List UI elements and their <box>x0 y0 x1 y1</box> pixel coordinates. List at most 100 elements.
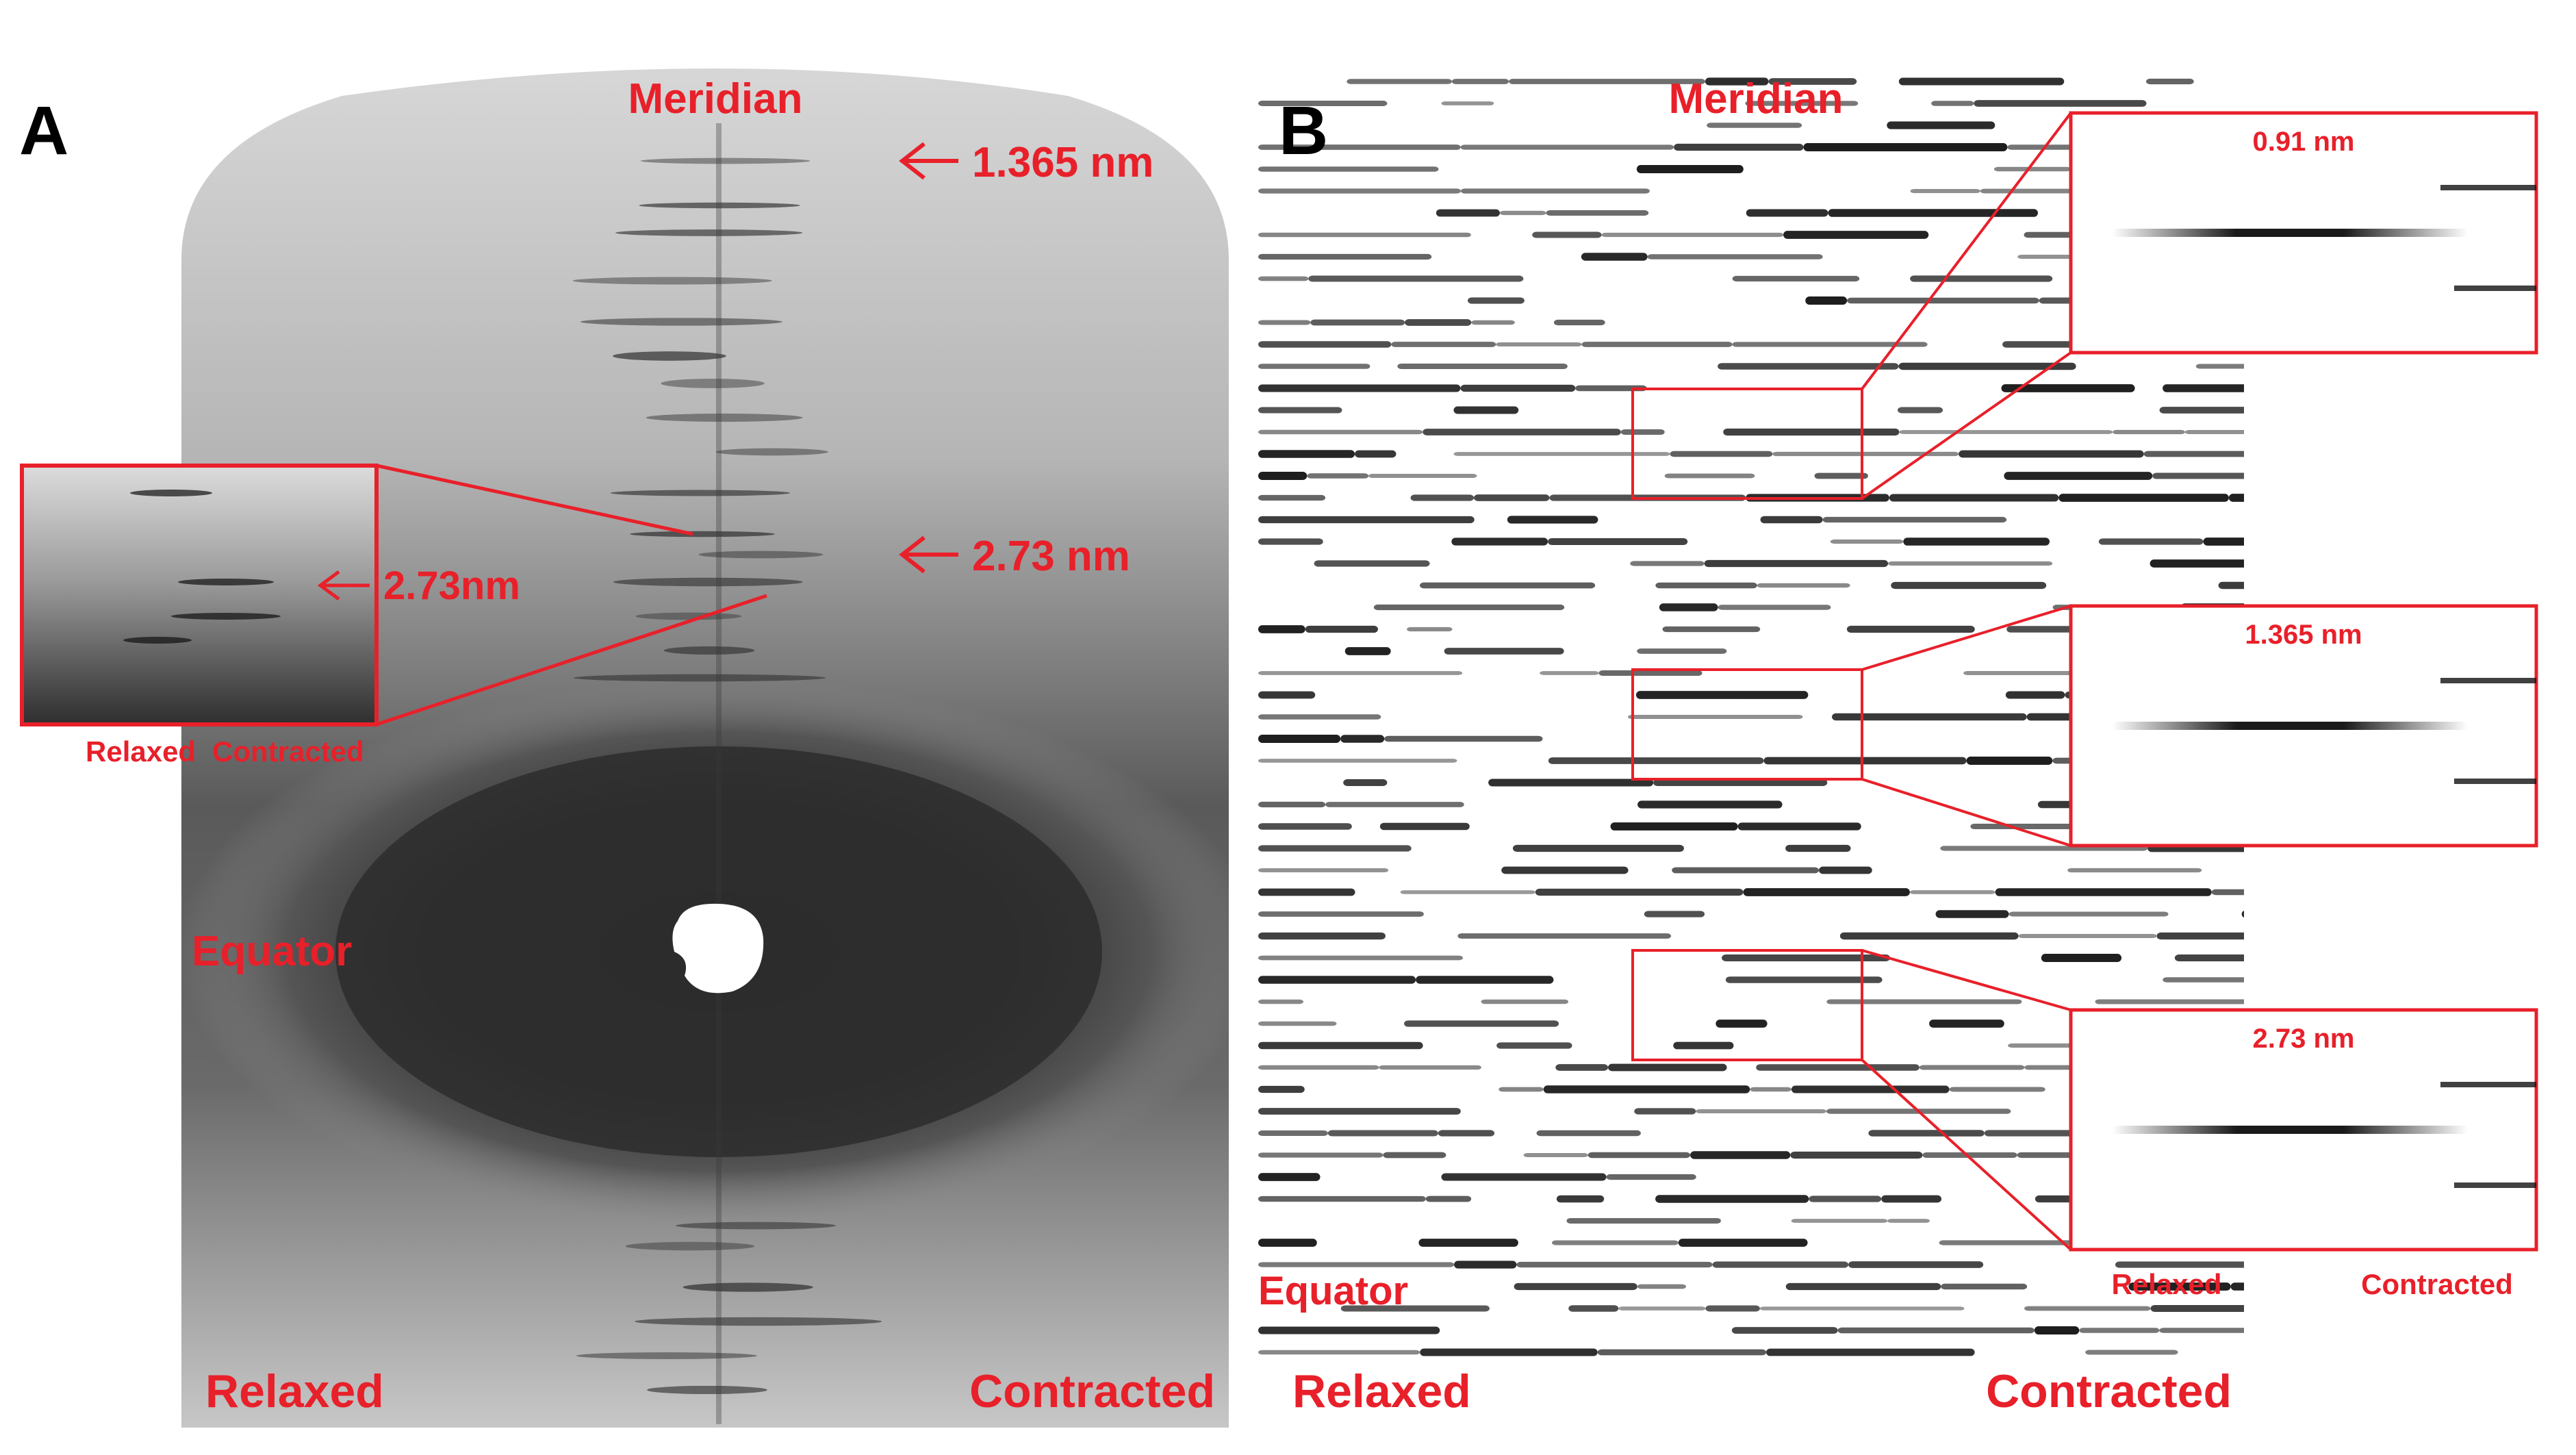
simulated-streak <box>1258 888 1355 896</box>
simulated-streak <box>2085 1350 2178 1355</box>
simulated-streak <box>1718 605 1831 610</box>
simulated-streak <box>1745 101 1859 106</box>
simulated-streak <box>1763 757 1967 765</box>
layer-line-streak <box>698 551 824 559</box>
panel-b-insets: 0.91 nm1.365 nm2.73 nm <box>1631 111 2538 1252</box>
simulated-streak <box>1832 713 2027 721</box>
zoom-inset-label: 1.365 nm <box>2245 620 2362 650</box>
simulated-streak <box>2079 1328 2160 1333</box>
simulated-streak <box>1837 1327 2035 1334</box>
simulated-streak <box>2163 384 2244 392</box>
zoom-inset-streak <box>2454 1182 2536 1188</box>
simulated-streak <box>1881 1195 1942 1203</box>
simulated-streak <box>1674 143 1804 151</box>
simulated-streak <box>1536 1130 1641 1137</box>
simulated-streak <box>1258 341 1392 348</box>
simulated-streak <box>1995 888 2212 896</box>
simulated-streak <box>1258 320 1311 325</box>
simulated-streak <box>1664 473 1755 479</box>
simulated-streak <box>1501 866 1629 874</box>
simulated-streak <box>1523 1152 1588 1158</box>
simulated-streak <box>1340 735 1385 743</box>
inset-a-label: 2.73nm <box>383 564 520 608</box>
simulated-streak <box>1891 581 2047 590</box>
layer-line-streak <box>661 379 765 388</box>
simulated-streak <box>1258 759 1457 763</box>
zoom-inset-streak <box>2454 779 2536 784</box>
simulated-streak <box>1355 450 1397 458</box>
simulated-streak <box>1750 1087 1791 1092</box>
zoom-inset-streak <box>2440 1082 2536 1087</box>
panel-b-equator-label: Equator <box>1258 1269 1408 1313</box>
simulated-streak <box>1496 342 1582 347</box>
simulated-streak <box>1737 822 1861 831</box>
simulated-streak <box>2128 1282 2231 1291</box>
simulated-streak <box>1258 450 1355 458</box>
simulated-streak <box>1457 933 1672 939</box>
simulated-streak <box>1258 188 1461 194</box>
panel-b-contracted-label: Contracted <box>1986 1365 2232 1417</box>
simulated-streak <box>2159 1328 2244 1333</box>
inset-streak <box>123 637 192 644</box>
arrow-1365 <box>899 142 958 180</box>
simulated-streak <box>1258 823 1352 830</box>
simulated-streak <box>1809 1195 1882 1202</box>
simulated-streak <box>1258 845 1412 852</box>
simulated-streak <box>1543 1085 1750 1093</box>
simulated-streak <box>1919 1065 2025 1070</box>
simulated-streak <box>2203 537 2244 546</box>
simulated-streak <box>1662 626 1761 633</box>
simulated-streak <box>1400 890 1535 894</box>
simulated-streak <box>1637 800 1783 809</box>
simulated-streak <box>1444 648 1564 655</box>
simulated-streak <box>1548 537 1688 546</box>
simulated-streak <box>1899 430 2113 434</box>
simulated-streak <box>1822 516 2007 523</box>
simulated-streak <box>1566 1217 1721 1224</box>
layer-line-streak <box>635 612 742 620</box>
simulated-streak <box>1441 101 1494 105</box>
simulated-streak <box>1606 1174 1696 1180</box>
simulated-streak <box>2041 954 2122 962</box>
simulated-streak <box>1705 1305 1760 1312</box>
simulated-streak <box>2024 1306 2151 1311</box>
simulated-streak <box>1757 583 1850 588</box>
simulated-streak <box>1783 231 1929 239</box>
simulated-streak <box>1826 999 2022 1004</box>
simulated-streak <box>1325 802 1464 807</box>
simulated-streak <box>2195 364 2244 369</box>
simulated-streak <box>1467 297 1525 304</box>
simulated-streak <box>2230 1282 2244 1291</box>
simulated-streak <box>1404 1020 1559 1027</box>
simulated-streak <box>1598 670 1703 676</box>
simulated-streak <box>1630 561 1705 566</box>
simulated-streak <box>1258 1195 1426 1202</box>
simulated-streak <box>1653 779 1828 786</box>
zoom-inset-streak <box>2454 286 2536 291</box>
simulated-streak <box>1258 276 1309 281</box>
simulated-streak <box>1258 1021 1337 1026</box>
simulated-streak <box>1922 1152 2017 1158</box>
simulated-streak <box>1451 79 1509 84</box>
simulated-streak <box>1868 1130 1985 1137</box>
simulated-streak <box>1460 188 1650 194</box>
simulated-streak <box>1258 516 1475 524</box>
simulated-streak <box>1258 1152 1383 1158</box>
panel-a-layer-lines <box>572 157 882 1395</box>
simulated-streak <box>1889 494 2059 502</box>
simulated-streak <box>2159 407 2244 414</box>
panel-a-diffraction-image <box>181 68 1229 1428</box>
simulated-streak <box>1597 1349 1767 1356</box>
panel-a-relaxed-label: Relaxed <box>205 1365 384 1417</box>
simulated-streak <box>1628 714 1803 720</box>
simulated-streak <box>1258 1326 1440 1334</box>
simulated-streak <box>2184 430 2244 434</box>
simulated-streak <box>1258 538 1323 545</box>
simulated-streak <box>1672 867 1820 874</box>
simulated-streak <box>1993 166 2071 172</box>
simulated-streak <box>1258 1108 1461 1115</box>
simulated-streak <box>2150 559 2244 568</box>
simulated-streak <box>1379 1065 1481 1070</box>
simulated-streak <box>1471 320 1515 325</box>
layer-line-streak <box>630 531 775 537</box>
